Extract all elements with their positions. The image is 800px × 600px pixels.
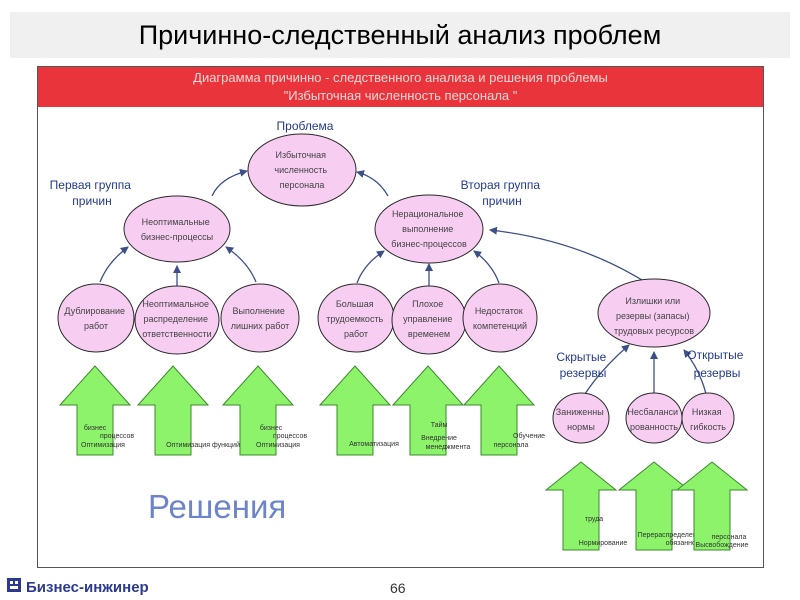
cause5-node: Плохое управление временем: [391, 285, 467, 355]
open-reserves-label: Открытые резервы: [687, 348, 747, 380]
page-number: 66: [390, 580, 406, 596]
svg-text:Недостаток компетенций: Недостаток компетенций: [473, 306, 527, 331]
cause6-node: Недостаток компетенций: [462, 283, 538, 353]
slide-title: Причинно-следственный анализ проблем: [138, 20, 662, 50]
svg-text:Неоптимальные бизнес-про: Неоптимальные бизнес-процессы: [141, 217, 213, 242]
svg-text:Несбаланси рованность: Несбаланси рованность: [627, 407, 680, 432]
problem-node: Избыточная численность персонала: [247, 133, 357, 207]
svg-text:Автоматизация: Автоматизация: [349, 441, 399, 448]
group2-node: Нерациональное выполнение бизнес-процесс…: [374, 194, 484, 264]
problem-text-3: персонала: [280, 180, 325, 190]
svg-text:Тайм Внедрение мен: Тайм Внедрение менеджмента: [421, 421, 470, 451]
svg-text:бизнес процессов О: бизнес процессов Оптимизация: [81, 424, 136, 449]
svg-text:Избыточная численность: Избыточная численность персонала: [274, 150, 329, 190]
svg-text:Дублирование работ: Дублирование работ: [64, 306, 127, 331]
solution-arrow-4: Автоматизация: [318, 365, 399, 456]
connector-group2-to-problem: [356, 170, 389, 197]
connector-cause6-to-group2: [473, 250, 500, 284]
svg-text:Перераспределение обязан: Перераспределение обязанностей: [638, 532, 711, 547]
solution-arrow-3: бизнес процессов Оптимизация: [221, 365, 309, 456]
connector-group1-to-problem: [211, 168, 248, 197]
svg-text:Обучение персонала: Обучение персонала: [494, 432, 547, 449]
reserve1-node: Заниженны нормы: [552, 392, 610, 444]
svg-text:Плохое управление: Плохое управление временем: [403, 299, 455, 339]
solution-arrow-1: бизнес процессов Оптимизация: [58, 365, 136, 456]
svg-text:Выполнение лишних работ: Выполнение лишних работ: [231, 306, 290, 331]
reserve2-node: Несбаланси рованность: [625, 392, 683, 444]
svg-text:Излишки или резервы (зап: Излишки или резервы (запасы) трудовых ре…: [614, 296, 694, 336]
brand-name: Бизнес-инжинер: [26, 579, 149, 596]
svg-text:Низкая гибкость: Низкая гибкость: [690, 407, 726, 432]
connector-reserve1-to-group3: [582, 344, 630, 398]
svg-text:Нерациональное выполнени: Нерациональное выполнение бизнес-процесс…: [391, 209, 467, 249]
connector-cause1-to-group1: [99, 246, 129, 283]
cause2-node: Неоптимальное распределение ответственно…: [134, 285, 220, 355]
svg-text:персонала Высвобождение: персонала Высвобождение: [696, 534, 749, 549]
svg-text:Большая трудоемкость: Большая трудоемкость работ: [326, 299, 386, 339]
svg-text:Оптимизация функций: Оптимизация функций: [166, 441, 240, 449]
cause1-node: Дублирование работ: [57, 283, 135, 353]
diagram-header: Диаграмма причинно - следственного анали…: [38, 67, 763, 107]
connector-cause4-to-group2: [356, 250, 385, 284]
diagram-header-line-2: "Избыточная численность персонала ": [283, 88, 518, 103]
svg-text:Заниженны нормы: Заниженны нормы: [556, 407, 606, 432]
cause3-node: Выполнение лишних работ: [220, 283, 300, 353]
svg-text:труда Нормирование: труда Нормирование: [579, 516, 628, 547]
problem-text-1: Избыточная: [276, 150, 327, 160]
connector-group3-to-group2: [489, 226, 651, 286]
group1-node: Неоптимальные бизнес-процессы: [123, 195, 231, 263]
problem-text-2: численность: [274, 165, 327, 175]
reserve3-node: Низкая гибкость: [681, 392, 735, 444]
svg-text:бизнес процессов О: бизнес процессов Оптимизация: [256, 424, 309, 449]
solution-arrow-8: Перераспределение обязанностей: [617, 461, 711, 551]
solution-arrow-7: труда Нормирование: [544, 461, 628, 551]
connector-cause3-to-group1: [225, 246, 257, 283]
cause4-node: Большая трудоемкость работ: [317, 283, 395, 353]
solution-arrow-9: персонала Высвобождение: [675, 461, 749, 551]
title-band: Причинно-следственный анализ проблем: [10, 12, 790, 58]
connector-reserve3-to-group3: [683, 349, 707, 395]
solution-arrow-5: Тайм Внедрение менеджмента: [391, 365, 470, 456]
solution-arrow-2: Оптимизация функций: [136, 365, 240, 456]
group3-node: Излишки или резервы (запасы) трудовых ре…: [597, 278, 711, 348]
problem-label: Проблема: [277, 119, 334, 133]
diagram-header-line-1: Диаграмма причинно - следственного анали…: [193, 70, 608, 85]
solutions-label: Решения: [148, 488, 286, 525]
solution-arrow-6: Обучение персонала: [462, 365, 547, 456]
group2-label: Вторая группа причин: [461, 178, 544, 208]
group1-label: Первая группа причин: [50, 178, 135, 208]
hidden-reserves-label: Скрытые резервы: [556, 350, 609, 380]
svg-text:Неоптимальное распределе: Неоптимальное распределение ответственно…: [142, 299, 211, 339]
brand-logo-icon: [7, 578, 21, 592]
